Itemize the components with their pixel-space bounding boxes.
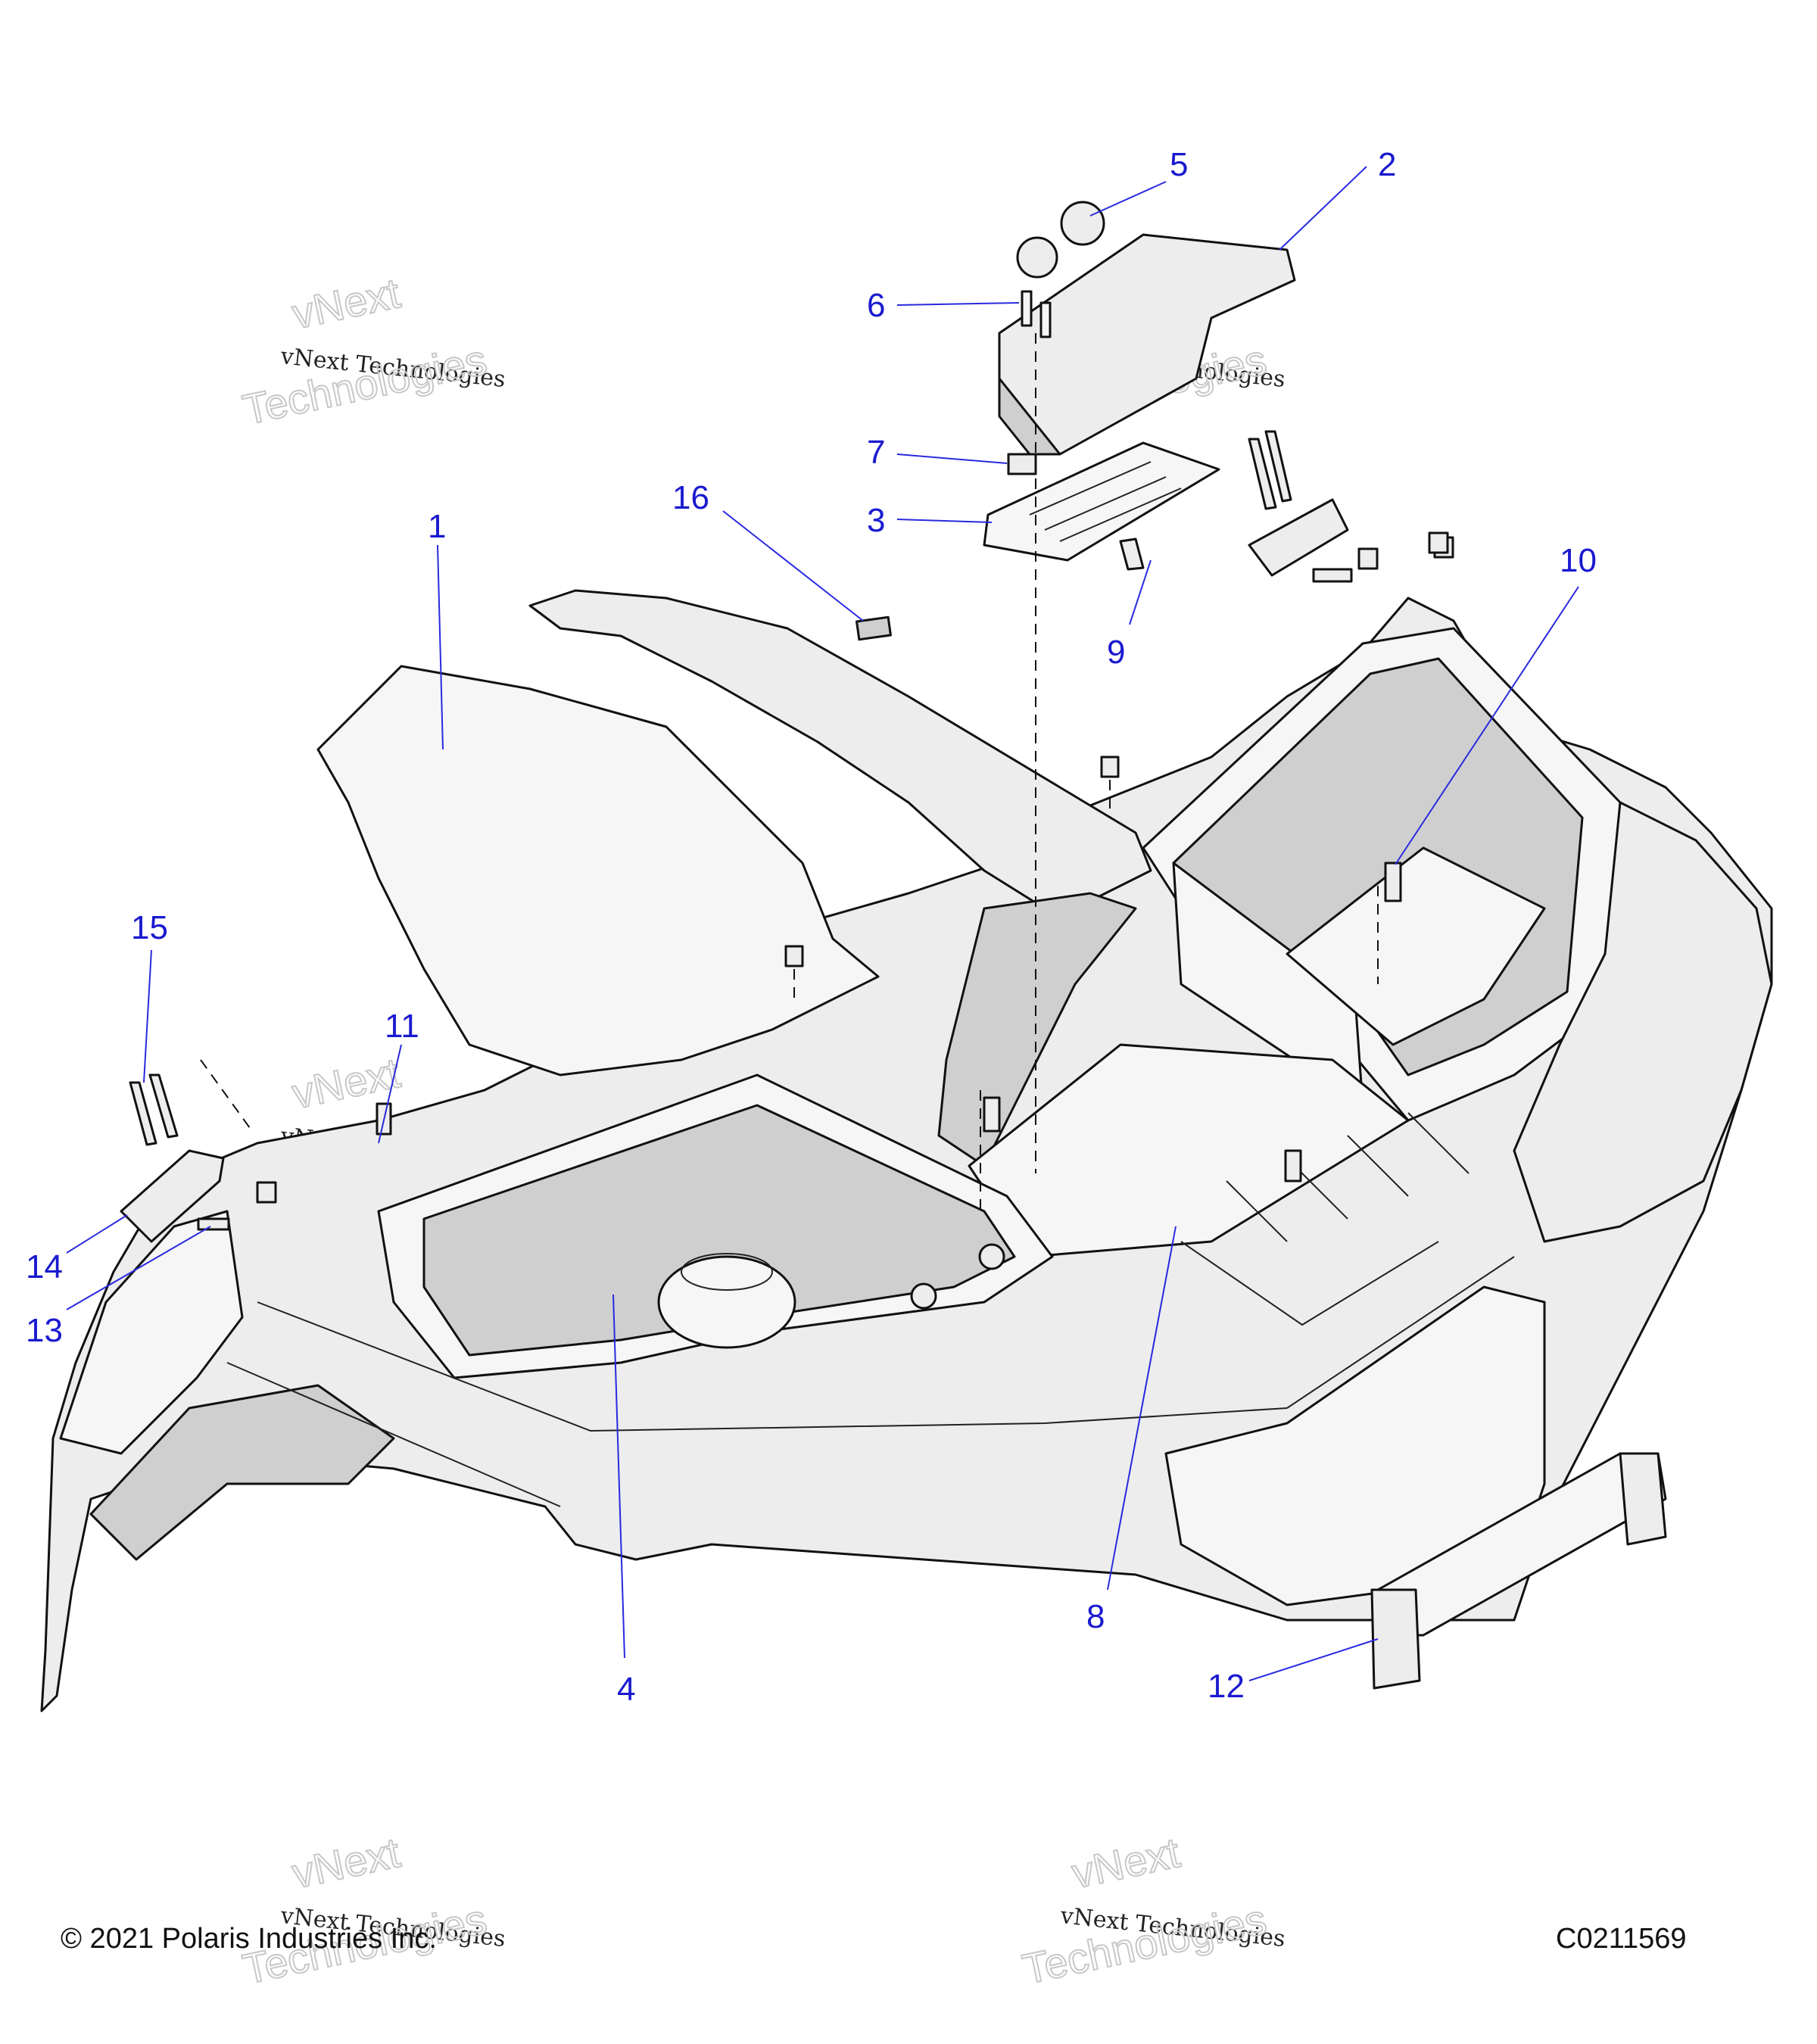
callout-4: 4 xyxy=(617,1671,635,1708)
right-fender xyxy=(1513,801,1773,1243)
latch-pad xyxy=(1312,568,1353,583)
latch-left-pin xyxy=(129,1081,157,1146)
rear-skirt xyxy=(1164,1285,1546,1606)
plate-groove xyxy=(1044,476,1167,531)
leader-6 xyxy=(896,302,1020,306)
latch-bolt xyxy=(1357,547,1379,570)
fastener xyxy=(1284,1149,1302,1182)
leader-12 xyxy=(1248,1638,1379,1681)
clip xyxy=(1007,453,1037,475)
leader-16 xyxy=(722,510,864,622)
callout-15: 15 xyxy=(131,909,168,946)
assembly-line xyxy=(200,1059,251,1129)
leader-2 xyxy=(1279,166,1367,251)
leader-lines xyxy=(66,166,1579,1681)
left-fender-flap xyxy=(59,1210,244,1455)
rear-latch-assembly xyxy=(1248,430,1454,583)
leader-11 xyxy=(378,1044,402,1144)
latch-left-bolt xyxy=(256,1181,277,1204)
body-crease xyxy=(1286,1256,1515,1409)
leader-3 xyxy=(896,519,993,523)
left-wheel-well xyxy=(89,1384,395,1561)
push-rivet xyxy=(1119,537,1145,571)
callout-8: 8 xyxy=(1086,1598,1105,1635)
leader-1 xyxy=(437,544,444,750)
tray-dome-top xyxy=(681,1253,773,1291)
left-side-panel xyxy=(316,665,880,1077)
plate-groove xyxy=(1029,461,1152,516)
fastener xyxy=(1100,756,1120,778)
callout-1: 1 xyxy=(428,508,446,545)
fastener xyxy=(784,945,804,967)
lower-bracket-end-right xyxy=(1619,1452,1667,1546)
callout-14: 14 xyxy=(26,1248,63,1285)
lower-bracket xyxy=(1370,1452,1667,1690)
screw-6b xyxy=(1039,301,1052,338)
rib xyxy=(1407,1112,1469,1174)
callouts: 1 2 3 4 5 6 7 8 9 10 11 12 13 14 15 16 xyxy=(26,146,1597,1708)
rib xyxy=(1226,1180,1288,1242)
lower-bracket-end-left xyxy=(1370,1588,1421,1690)
leader-8 xyxy=(1107,1226,1177,1591)
fastener xyxy=(1428,531,1449,554)
grommet xyxy=(978,1243,1005,1270)
callout-7: 7 xyxy=(867,434,885,471)
leader-10 xyxy=(1395,586,1579,865)
leader-9 xyxy=(1129,559,1152,625)
callout-11: 11 xyxy=(385,1008,419,1045)
leader-15 xyxy=(143,949,152,1083)
watermark: vNext vNext Technologies Technologies xyxy=(238,1827,506,1994)
plate-groove xyxy=(1059,488,1182,542)
rear-cab-body xyxy=(40,589,1773,1712)
decal xyxy=(856,615,892,641)
svg-text:Technologies: Technologies xyxy=(1018,1895,1270,1993)
callout-3: 3 xyxy=(867,502,885,539)
rack-bracket-assembly xyxy=(980,201,1296,1211)
latch-left xyxy=(120,1149,225,1243)
callout-13: 13 xyxy=(26,1312,63,1349)
svg-text:Technologies: Technologies xyxy=(238,335,491,434)
callout-10: 10 xyxy=(1560,542,1597,579)
fastener xyxy=(1384,862,1402,902)
body-crease xyxy=(257,1301,1288,1432)
rib xyxy=(1347,1135,1409,1197)
rubber-bumper xyxy=(1060,201,1105,246)
latch-left-pin xyxy=(148,1073,179,1139)
latch-pin xyxy=(1264,430,1292,503)
fastener xyxy=(983,1096,1001,1133)
callout-2: 2 xyxy=(1378,146,1396,183)
left-storage-tray-cavity xyxy=(422,1104,1016,1357)
leader-5 xyxy=(1089,181,1167,217)
body-crease xyxy=(1180,1241,1439,1326)
watermark: vNext vNext Technologies Technologies xyxy=(1018,1827,1286,1994)
leader-7 xyxy=(896,453,1008,464)
copyright-notice: © 2021 Polaris Industries Inc. xyxy=(61,1923,437,1955)
callout-12: 12 xyxy=(1208,1668,1245,1705)
watermark: vNext vNext Technologies Technologies xyxy=(238,268,506,435)
leader-13 xyxy=(66,1226,211,1310)
svg-text:vNext: vNext xyxy=(1067,1828,1184,1897)
latch-left-pad xyxy=(197,1217,230,1231)
leader-14 xyxy=(66,1214,128,1254)
cover-plate xyxy=(983,441,1220,562)
body-crease xyxy=(226,1362,561,1507)
callout-6: 6 xyxy=(867,287,885,324)
rubber-bumper xyxy=(1016,236,1058,279)
latch-pin xyxy=(1248,438,1277,510)
tray-dome xyxy=(657,1255,796,1349)
left-latch-assembly xyxy=(120,1059,277,1243)
leader-4 xyxy=(612,1294,625,1659)
svg-text:vNext: vNext xyxy=(288,269,404,338)
figure-code: C0211569 xyxy=(1556,1923,1687,1955)
latch xyxy=(1248,498,1349,577)
callout-16: 16 xyxy=(672,479,709,516)
svg-text:vNext: vNext xyxy=(288,1828,404,1897)
callout-9: 9 xyxy=(1107,634,1125,671)
grommet xyxy=(910,1282,937,1310)
screw-6a xyxy=(1021,290,1033,327)
callout-5: 5 xyxy=(1170,146,1188,183)
